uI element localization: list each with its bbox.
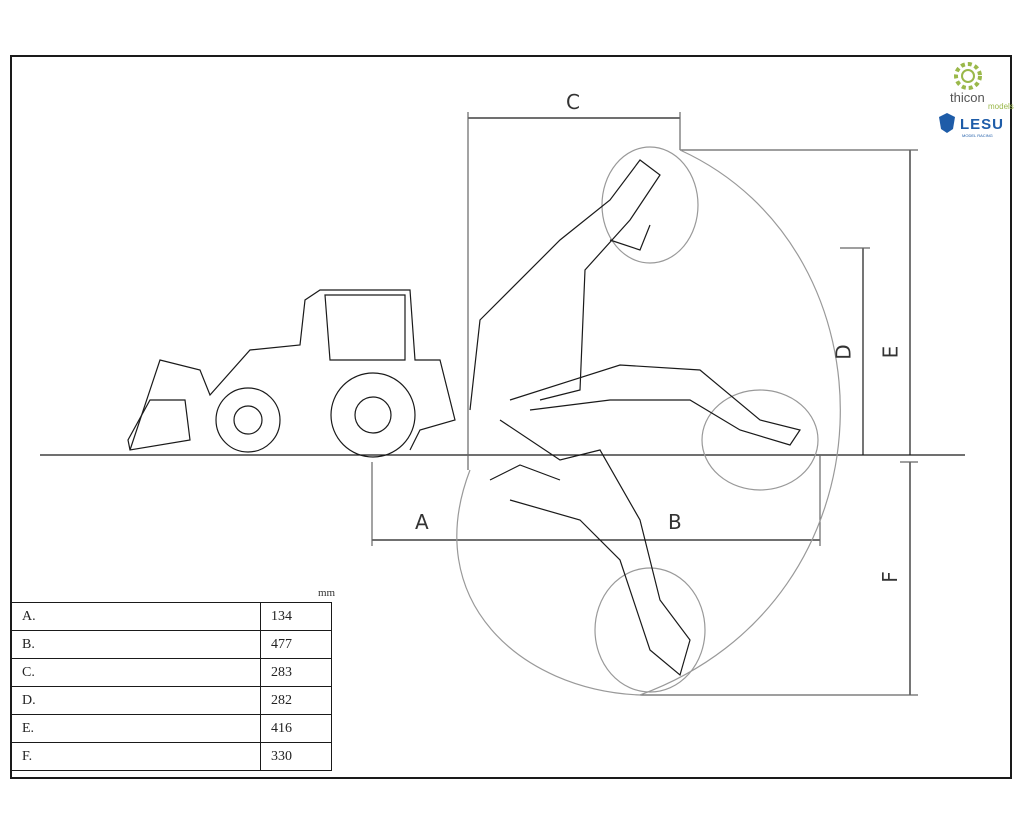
dim-label-f: F — [877, 571, 902, 583]
dim-label-e: E — [878, 345, 903, 359]
table-row: B.477 — [11, 630, 332, 659]
table-row: A.134 — [11, 602, 332, 631]
unit-label: mm — [318, 587, 336, 599]
dim-label-c: C — [566, 90, 580, 114]
dim-label-a: A — [415, 510, 429, 534]
table-row: F.330 — [11, 742, 332, 771]
lesu-logo-sub: MODEL RACING — [962, 133, 993, 138]
drawing-frame — [10, 55, 1012, 779]
table-row: D.282 — [11, 686, 332, 715]
thicon-logo-sub: models — [988, 102, 1014, 111]
lesu-logo-text: LESU — [960, 116, 1005, 133]
dim-label-b: B — [668, 510, 682, 534]
table-row: E.416 — [11, 714, 332, 743]
boom-lower — [489, 419, 691, 677]
table-row: C.283 — [11, 658, 332, 687]
thicon-logo-text: thicon — [950, 90, 985, 105]
boom-upper — [469, 159, 661, 411]
boom-middle — [509, 364, 801, 446]
dim-label-d: D — [831, 344, 856, 360]
backhoe-body — [127, 289, 456, 458]
gear-icon — [954, 62, 982, 90]
brand-logos: thicon models LESU MODEL RACING — [930, 60, 1020, 140]
dimension-table: A.134 B.477 C.283 D.282 E.416 F.330 — [11, 602, 332, 771]
lion-shield-icon — [939, 113, 955, 133]
reach-arc — [639, 149, 841, 696]
